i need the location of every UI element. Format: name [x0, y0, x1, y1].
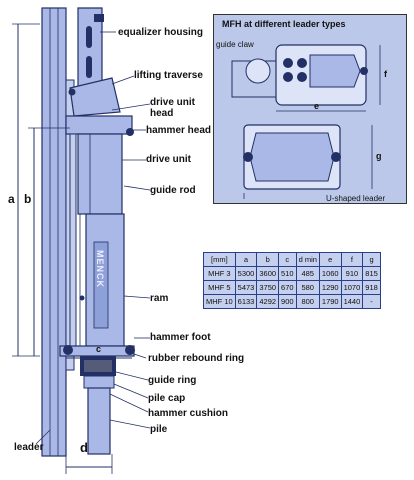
label-pile: pile	[150, 424, 168, 435]
label-rubber-rebound-ring: rubber rebound ring	[148, 353, 245, 364]
guide-rod-shape	[69, 133, 77, 349]
lifting-traverse-shape	[69, 77, 121, 117]
header-cell: e	[318, 252, 342, 267]
cell: -	[362, 294, 381, 309]
header-cell: [mm]	[203, 252, 236, 267]
header-cell: d min	[295, 252, 320, 267]
label-hammer-head: hammer head	[146, 125, 212, 136]
cell: 910	[340, 266, 364, 281]
cell: MHF 5	[203, 280, 236, 295]
cell: 6133	[234, 294, 258, 309]
leader-types-inset: MFH at different leader types guide claw…	[213, 14, 407, 204]
table-row: MHF 10 6133 4292 900 800 1790 1440 -	[203, 294, 381, 309]
cell: 4292	[256, 294, 280, 309]
cell: 1440	[340, 294, 364, 309]
drive-unit-shape	[77, 133, 123, 215]
header-cell: b	[256, 252, 280, 267]
dimension-b: b	[24, 192, 32, 206]
pile-shape	[87, 387, 111, 455]
label-drive-unit-head-line2: head	[150, 108, 174, 119]
label-drive-unit-head-line1: drive unit	[150, 97, 196, 108]
cell: MHF 10	[203, 294, 236, 309]
cell: 580	[295, 280, 320, 295]
header-cell: c	[278, 252, 297, 267]
inset-dimension-f: f	[384, 69, 387, 79]
label-drive-unit: drive unit	[146, 154, 192, 165]
cell: 5473	[234, 280, 258, 295]
label-lifting-traverse: lifting traverse	[134, 70, 203, 81]
header-cell: g	[362, 252, 381, 267]
cell: 1070	[340, 280, 364, 295]
pile-cap-shape	[83, 375, 115, 389]
label-guide-rod: guide rod	[150, 185, 196, 196]
inset-dimension-g: g	[376, 151, 382, 161]
leader-shape	[41, 7, 67, 457]
cell: 670	[278, 280, 297, 295]
label-hammer-cushion: hammer cushion	[148, 408, 229, 419]
table-row: MHF 5 5473 3750 670 580 1290 1070 918	[203, 280, 381, 295]
spec-table: [mm] a b c d min e f g MHF 3 5300 3600 5…	[203, 252, 381, 309]
cell: 1290	[318, 280, 342, 295]
header-cell: f	[340, 252, 364, 267]
cell: 3750	[256, 280, 280, 295]
cell: 510	[278, 266, 297, 281]
cell: 918	[362, 280, 381, 295]
dimension-d: d	[80, 440, 88, 455]
label-ram: ram	[150, 293, 169, 304]
label-equalizer-housing: equalizer housing	[118, 27, 204, 38]
dimension-a: a	[8, 192, 15, 206]
inset-guide-claw-label: guide claw	[216, 40, 254, 49]
cell: 5300	[234, 266, 258, 281]
label-guide-ring: guide ring	[148, 375, 197, 386]
cell: 1060	[318, 266, 342, 281]
cell: 800	[295, 294, 320, 309]
drive-unit-head-shape	[65, 115, 133, 135]
label-pile-cap: pile cap	[148, 393, 186, 404]
cell: MHF 3	[203, 266, 236, 281]
cell: 900	[278, 294, 297, 309]
inset-title: MFH at different leader types	[222, 19, 346, 29]
label-leader: leader	[14, 442, 44, 453]
label-hammer-foot: hammer foot	[150, 332, 211, 343]
inset-dimension-e: e	[314, 101, 320, 111]
cell: 485	[295, 266, 320, 281]
table-row: MHF 3 5300 3600 510 485 1060 910 815	[203, 266, 381, 281]
ram-brand-text: MENCK	[95, 250, 105, 288]
cell: 1790	[318, 294, 342, 309]
spec-table-header-row: [mm] a b c d min e f g	[203, 252, 381, 267]
cell: 3600	[256, 266, 280, 281]
dimension-c: c	[96, 344, 102, 354]
inset-u-shaped-leader-label: U-shaped leader	[326, 194, 386, 203]
inset-drawing	[231, 44, 381, 199]
cell: 815	[362, 266, 381, 281]
header-cell: a	[234, 252, 258, 267]
